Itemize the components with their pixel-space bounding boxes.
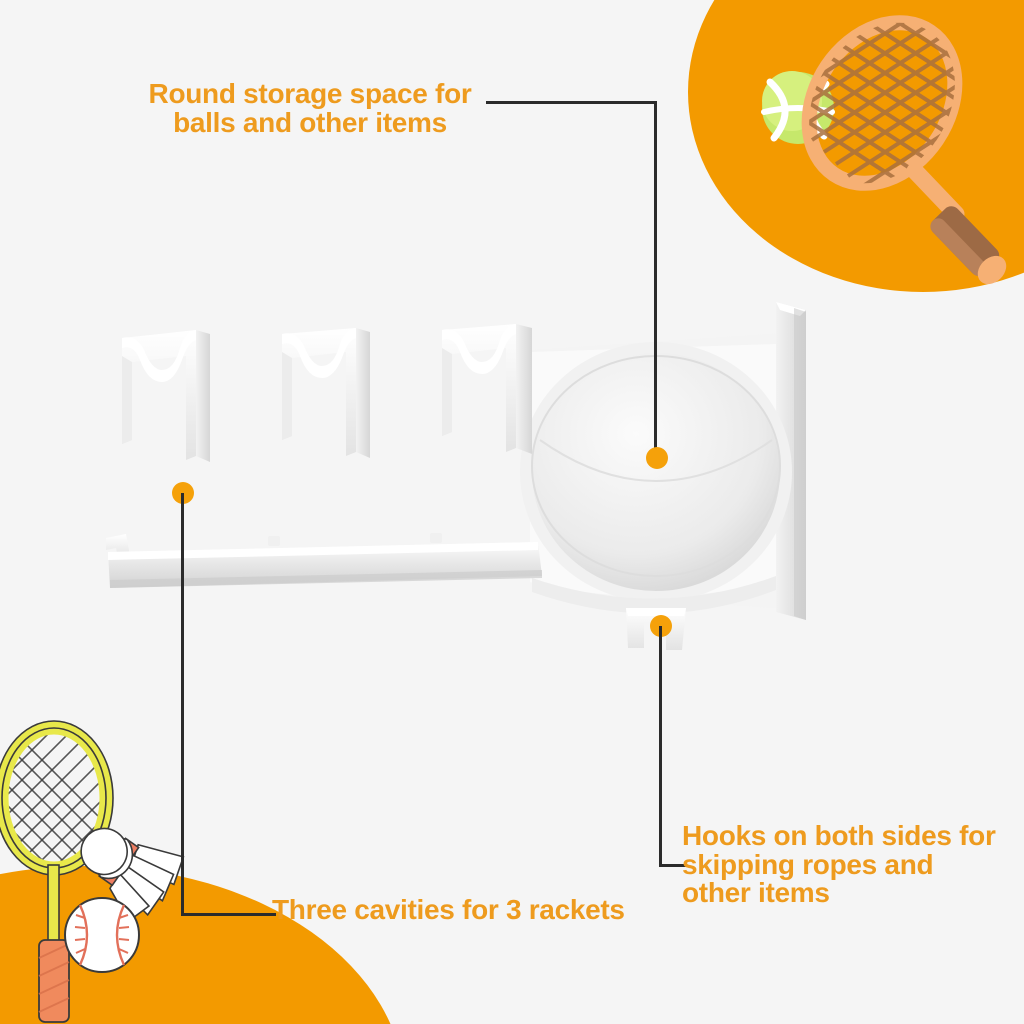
tennis-racket-icon xyxy=(761,8,1007,285)
badminton-racket-icon xyxy=(0,720,185,1023)
bottom-hook xyxy=(626,608,686,650)
leader-hooks-vertical xyxy=(659,626,662,866)
leader-round-horizontal xyxy=(486,101,656,104)
leader-cavities-vertical xyxy=(181,493,184,915)
leader-cavities-horizontal xyxy=(181,913,276,916)
leader-round-vertical xyxy=(654,101,657,459)
shuttlecock-icon xyxy=(80,827,185,923)
callout-dot-round-storage xyxy=(646,447,668,469)
callout-text-hooks: Hooks on both sides for skipping ropes a… xyxy=(682,820,996,909)
cavity-group xyxy=(122,324,532,462)
baseball-icon xyxy=(64,897,140,973)
leader-hooks-horizontal xyxy=(659,864,687,867)
base-rail xyxy=(108,533,542,588)
product-racket-rack xyxy=(106,302,806,650)
cavity-3 xyxy=(442,324,532,454)
callout-text-round-storage: Round storage space for balls and other … xyxy=(148,78,472,138)
round-storage-bin xyxy=(520,342,792,614)
cavity-1 xyxy=(122,330,210,462)
cavity-2 xyxy=(282,328,370,458)
callout-text-three-cavities: Three cavities for 3 rackets xyxy=(272,894,625,925)
